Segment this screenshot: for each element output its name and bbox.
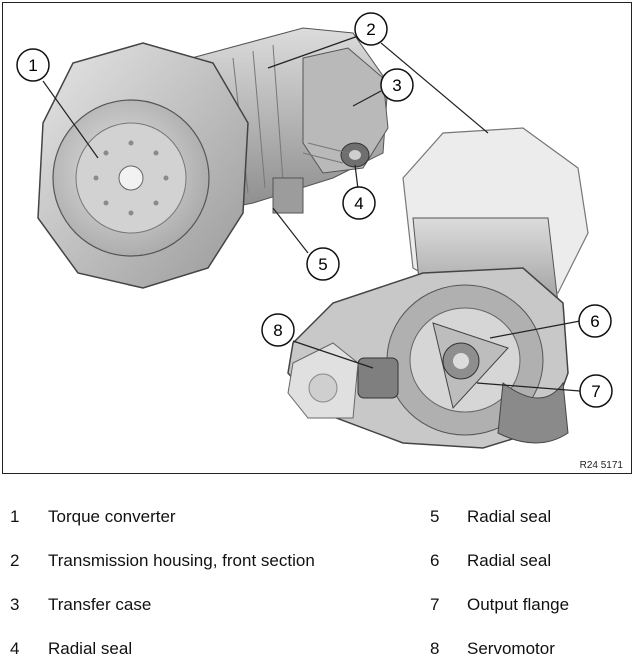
legend-item: 8 Servomotor (430, 627, 630, 671)
callout-4: 4 (342, 186, 376, 220)
svg-text:1: 1 (28, 56, 37, 75)
figure-id: R24 5171 (579, 460, 623, 471)
legend-item: 5 Radial seal (430, 495, 630, 539)
svg-text:5: 5 (318, 255, 327, 274)
callout-7: 7 (579, 374, 613, 408)
callout-8: 8 (261, 313, 295, 347)
callout-6: 6 (578, 304, 612, 338)
legend-number: 7 (430, 595, 440, 614)
legend-item: 7 Output flange (430, 583, 630, 627)
legend-number: 3 (10, 595, 20, 614)
svg-text:8: 8 (273, 321, 282, 340)
diagram-figure: 1 2 3 4 5 6 7 (2, 2, 632, 474)
legend-label: Transfer case (48, 595, 152, 614)
legend-number: 1 (10, 507, 20, 526)
legend-number: 4 (10, 639, 20, 658)
legend-number: 2 (10, 551, 20, 570)
front-transmission-drawing (37, 27, 389, 289)
legend-item: 3 Transfer case (10, 583, 390, 627)
legend-label: Radial seal (467, 551, 552, 570)
svg-text:6: 6 (590, 312, 599, 331)
svg-text:2: 2 (366, 20, 375, 39)
rear-transmission-drawing (287, 127, 589, 449)
legend-item: 4 Radial seal (10, 627, 390, 671)
svg-text:4: 4 (354, 194, 363, 213)
legend-label: Radial seal (467, 507, 552, 526)
legend-number: 6 (430, 551, 440, 570)
legend-item: 1 Torque converter (10, 495, 390, 539)
legend-left-column: 1 Torque converter 2 Transmission housin… (10, 495, 390, 671)
legend-label: Torque converter (48, 507, 176, 526)
legend-label: Output flange (467, 595, 570, 614)
legend-item: 6 Radial seal (430, 539, 630, 583)
svg-text:7: 7 (591, 382, 600, 401)
callout-3: 3 (380, 68, 414, 102)
legend-number: 8 (430, 639, 440, 658)
leader-lines (42, 34, 581, 392)
legend-label: Transmission housing, front section (48, 551, 315, 570)
legend-number: 5 (430, 507, 440, 526)
callout-markers: 1 2 3 4 5 6 7 (16, 12, 613, 408)
legend-right-column: 5 Radial seal 6 Radial seal 7 Output fla… (430, 495, 630, 671)
callout-2: 2 (354, 12, 388, 46)
svg-text:3: 3 (392, 76, 401, 95)
transmission-illustration: 1 2 3 4 5 6 7 (16, 12, 613, 449)
callout-1: 1 (16, 48, 50, 82)
legend-item: 2 Transmission housing, front section (10, 539, 390, 583)
legend-label: Servomotor (467, 639, 555, 658)
legend-label: Radial seal (48, 639, 133, 658)
callout-5: 5 (306, 247, 340, 281)
